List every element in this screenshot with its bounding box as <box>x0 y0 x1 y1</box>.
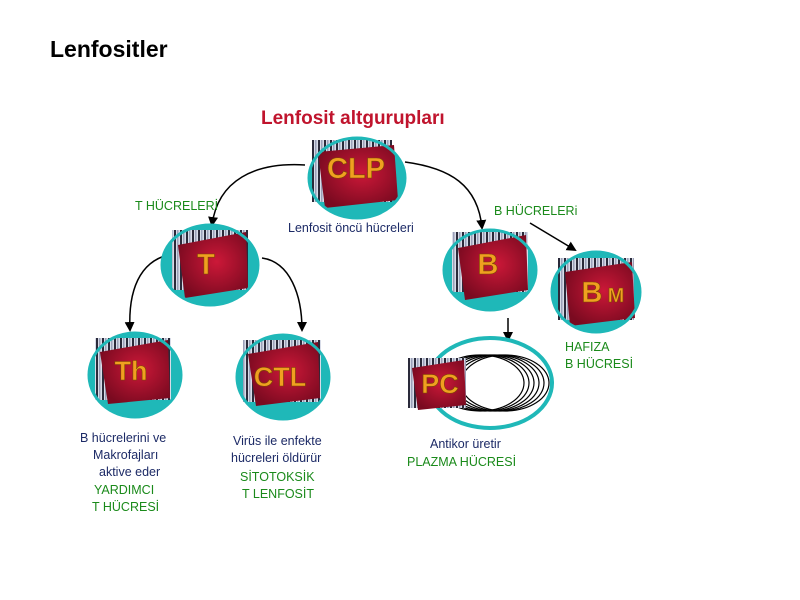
cell-bm <box>550 250 642 334</box>
ctl-desc-4: T LENFOSİT <box>242 487 315 501</box>
ctl-desc-3: SİTOTOKSİK <box>240 470 315 484</box>
diagram-title: Lenfosit altgurupları <box>261 108 445 129</box>
ctl-desc-2: hücreleri öldürür <box>231 451 322 465</box>
label-bm-sub: M <box>608 285 625 307</box>
label-b: B <box>478 249 499 281</box>
cell-b <box>442 228 538 312</box>
arrow-b-to-bm <box>529 222 577 252</box>
label-pc: PC <box>421 369 459 399</box>
cell-t <box>160 223 260 307</box>
arrow-clp-to-b <box>404 161 487 230</box>
th-desc-4: YARDIMCI <box>94 483 155 497</box>
label-t-hucreleri: T HÜCRELERİ <box>135 199 219 213</box>
th-desc-2: Makrofajları <box>93 448 159 462</box>
label-bm-main: B <box>582 277 603 309</box>
ctl-desc-1: Virüs ile enfekte <box>233 434 322 448</box>
label-t: T <box>197 249 215 281</box>
cell-clp <box>307 136 407 220</box>
label-hafiza-2: B HÜCRESİ <box>565 357 634 371</box>
pc-desc-2: PLAZMA HÜCRESİ <box>407 455 517 469</box>
slide-title: Lenfositler <box>50 36 168 62</box>
label-th: Th <box>115 356 148 386</box>
th-desc-5: T HÜCRESİ <box>92 500 160 514</box>
label-b-hucreleri: B HÜCRELERi <box>494 204 578 218</box>
cell-ctl <box>235 333 331 421</box>
th-desc-1: B hücrelerini ve <box>80 431 167 445</box>
label-lenfosit-oncu: Lenfosit öncü hücreleri <box>288 221 414 235</box>
label-ctl: CTL <box>254 362 306 392</box>
arrow-t-to-ctl <box>261 257 307 332</box>
cell-pc <box>408 358 466 410</box>
label-clp: CLP <box>327 153 385 185</box>
cell-th <box>87 331 183 419</box>
th-desc-3: aktive eder <box>99 465 161 479</box>
pc-desc-1: Antikor üretir <box>430 437 501 451</box>
label-hafiza-1: HAFIZA <box>565 340 610 354</box>
arrow-t-to-th <box>124 254 169 332</box>
arrow-clp-to-t <box>208 163 306 227</box>
